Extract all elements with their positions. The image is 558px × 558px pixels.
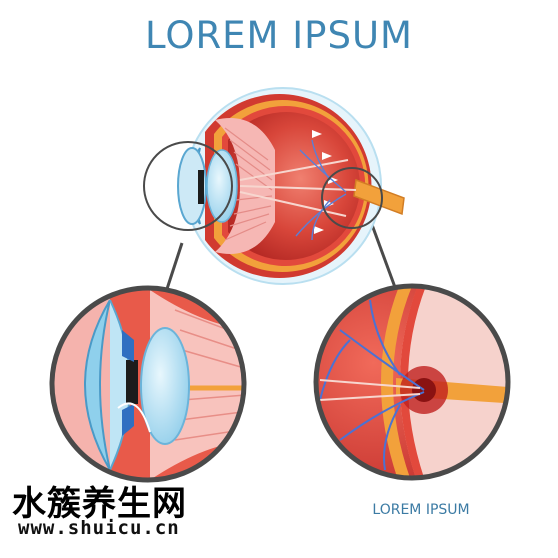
- detail-caption: LOREM IPSUM: [372, 502, 470, 518]
- retina-optic-nerve-detail: [313, 283, 511, 481]
- connector-lines: [164, 221, 398, 293]
- main-eye-cross-section: [143, 87, 405, 285]
- diagram-title: LOREM IPSUM: [145, 14, 413, 57]
- cornea-lens-detail: [49, 285, 247, 483]
- watermark-url: www.shuicu.cn: [18, 517, 180, 539]
- watermark-chinese: 水簇养生网: [12, 484, 187, 524]
